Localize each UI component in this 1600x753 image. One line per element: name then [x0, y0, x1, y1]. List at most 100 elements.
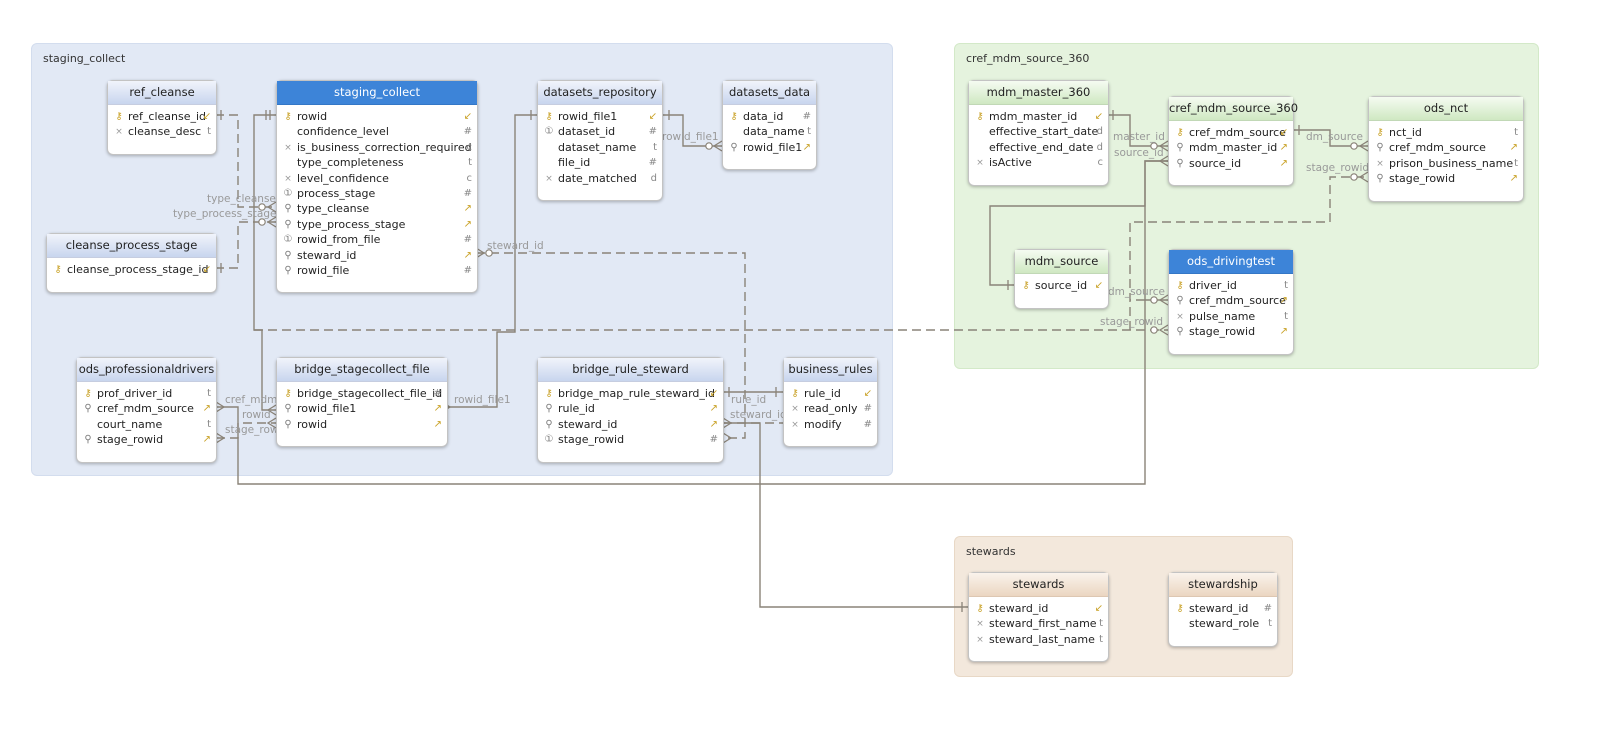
table-title[interactable]: bridge_stagecollect_file	[277, 358, 447, 382]
table-title[interactable]: ods_professionaldrivers	[77, 358, 216, 382]
column-row[interactable]: ⚷data_id#	[723, 109, 816, 124]
column-row[interactable]: ⚲rule_id↗	[538, 401, 723, 416]
column-type: t	[807, 126, 811, 138]
column-row[interactable]: ⚷cref_mdm_source↙	[1169, 125, 1293, 140]
column-row[interactable]: ⚷ref_cleanse_id↙	[108, 109, 216, 124]
connector-label: type_cleanse	[207, 193, 276, 205]
column-row[interactable]: ⚷bridge_stagecollect_file_id#	[277, 386, 447, 401]
table-bridge-stagecollect-file[interactable]: bridge_stagecollect_file ⚷bridge_stagecol…	[276, 357, 448, 447]
column-row[interactable]: confidence_level#	[277, 124, 477, 139]
table-title[interactable]: datasets_data	[723, 81, 816, 105]
table-title[interactable]: stewards	[969, 573, 1108, 597]
column-row[interactable]: ⚲cref_mdm_source↗	[1369, 140, 1523, 155]
column-row[interactable]: ⚲source_id↗	[1169, 156, 1293, 171]
column-row[interactable]: ⚷steward_id#	[1169, 601, 1277, 616]
table-ref-cleanse[interactable]: ref_cleanse ⚷ref_cleanse_id↙×cleanse_desc…	[107, 80, 217, 155]
connector-label: rowid_file1	[454, 394, 511, 406]
column-row[interactable]: ⚲type_cleanse↗	[277, 201, 477, 216]
table-title[interactable]: cref_mdm_source_360	[1169, 97, 1298, 121]
column-row[interactable]: ⚷mdm_master_id↙	[969, 109, 1108, 124]
key-fk-icon: ⚷	[545, 111, 553, 122]
column-row[interactable]: ×read_only#	[784, 401, 877, 416]
column-name: ref_cleanse_id	[128, 110, 207, 123]
column-name: steward_id	[989, 602, 1049, 615]
table-title[interactable]: business_rules	[784, 358, 877, 382]
column-row[interactable]: ⚷steward_id↙	[969, 601, 1108, 616]
column-row[interactable]: ⚷rowid↙	[277, 109, 477, 124]
table-mdm-source[interactable]: mdm_source ⚷source_id↙	[1014, 249, 1109, 309]
column-row[interactable]: ⚲stage_rowid↗	[1369, 171, 1523, 186]
column-row[interactable]: ⚷rowid_file1↙	[538, 109, 662, 124]
table-business-rules[interactable]: business_rules ⚷rule_id↙×read_only#×modif…	[783, 357, 878, 447]
connector-master	[1107, 114, 1168, 147]
table-cref-mdm-source-360[interactable]: cref_mdm_source_360 ⚷cref_mdm_source↙⚲mdm…	[1168, 96, 1298, 186]
table-title[interactable]: ods_nct	[1369, 97, 1523, 121]
column-row[interactable]: ⚷rule_id↙	[784, 386, 877, 401]
column-row[interactable]: ×modify#	[784, 417, 877, 432]
table-title[interactable]: bridge_rule_steward	[538, 358, 723, 382]
column-row[interactable]: ⚲stage_rowid↗	[1169, 324, 1293, 339]
column-row[interactable]: ⚲rowid_file1↗	[723, 140, 816, 155]
table-title[interactable]: cleanse_process_stage	[47, 234, 216, 258]
column-row[interactable]: ⚲mdm_master_id↗	[1169, 140, 1293, 155]
not-null-icon: ×	[976, 634, 984, 645]
column-row[interactable]: ⚲type_process_stage↗	[277, 217, 477, 232]
table-title[interactable]: staging_collect	[277, 81, 477, 105]
column-row[interactable]: ⚲steward_id↗	[277, 248, 477, 263]
table-title[interactable]: datasets_repository	[538, 81, 662, 105]
table-mdm-master-360[interactable]: mdm_master_360 ⚷mdm_master_id↙effective_s…	[968, 80, 1109, 186]
column-row[interactable]: ⚲rowid_file#	[277, 263, 477, 278]
column-row[interactable]: ⚲cref_mdm_source↗	[77, 401, 216, 416]
column-row[interactable]: ⚷source_id↙	[1015, 278, 1108, 293]
column-row[interactable]: ⚷bridge_map_rule_steward_id↙	[538, 386, 723, 401]
table-title[interactable]: ref_cleanse	[108, 81, 216, 105]
column-row[interactable]: ⚷cleanse_process_stage_id↙	[47, 262, 216, 277]
table-cleanse-process-stage[interactable]: cleanse_process_stage ⚷cleanse_process_st…	[46, 233, 217, 293]
column-row[interactable]: ⚲rowid_file1↗	[277, 401, 447, 416]
connector-label: dm_source	[1108, 286, 1166, 298]
column-row[interactable]: ⚲cref_mdm_source↗	[1169, 293, 1293, 308]
table-title[interactable]: ods_drivingtest	[1169, 250, 1293, 274]
table-bridge-rule-steward[interactable]: bridge_rule_steward ⚷bridge_map_rule_stew…	[537, 357, 724, 463]
column-row[interactable]: ⚲steward_id↗	[538, 417, 723, 432]
column-row[interactable]: ⚲rowid↗	[277, 417, 447, 432]
table-title[interactable]: mdm_source	[1015, 250, 1108, 274]
table-staging-collect[interactable]: staging_collect⚷rowid↙confidence_level#×…	[276, 80, 478, 293]
column-row[interactable]: file_id#	[538, 155, 662, 170]
table-title[interactable]: mdm_master_360	[969, 81, 1108, 105]
table-title[interactable]: stewardship	[1169, 573, 1277, 597]
column-row[interactable]: ⚲stage_rowid↗	[77, 432, 216, 447]
column-name: cref_mdm_source	[97, 402, 194, 416]
column-type: d	[1096, 126, 1103, 138]
